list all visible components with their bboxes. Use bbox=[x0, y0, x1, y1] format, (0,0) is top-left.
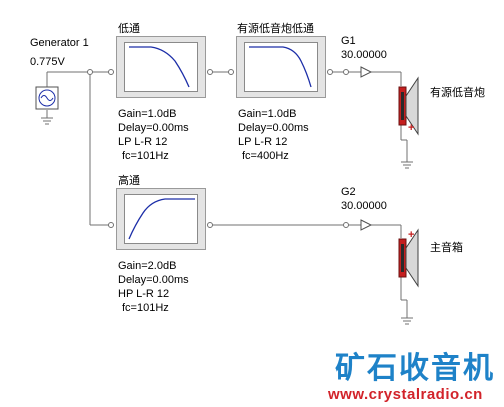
filter-sub-lowpass-fc: fc=400Hz bbox=[242, 150, 289, 162]
lowpass-curve bbox=[129, 46, 190, 88]
filter-sub-lowpass-response-plot bbox=[244, 42, 318, 92]
filter-sub-lowpass-gain: Gain=1.0dB bbox=[238, 108, 297, 120]
speaker-2-label: 主音箱 bbox=[430, 241, 463, 254]
filter-highpass-title: 高通 bbox=[118, 174, 140, 187]
filter-sub-lowpass-type: LP L-R 12 bbox=[238, 136, 288, 148]
speaker-2-plus: + bbox=[408, 229, 415, 241]
generator-symbol bbox=[35, 86, 59, 110]
highpass-curve bbox=[128, 198, 195, 240]
speaker-1-label: 有源低音炮 bbox=[430, 86, 485, 99]
amp-g2-value: 30.00000 bbox=[341, 200, 387, 212]
filter-lowpass-type: LP L-R 12 bbox=[118, 136, 168, 148]
filter-lowpass-block[interactable] bbox=[116, 36, 206, 98]
filter-highpass-fc: fc=101Hz bbox=[122, 302, 169, 314]
speaker-1-plus: + bbox=[408, 122, 415, 134]
filter-lowpass-title: 低通 bbox=[118, 22, 140, 35]
generator-voltage: 0.775V bbox=[30, 56, 65, 68]
speaker-2-icon bbox=[398, 228, 419, 288]
speaker-1-icon bbox=[398, 76, 419, 136]
filter-highpass-block[interactable] bbox=[116, 188, 206, 250]
filter-lowpass-delay: Delay=0.00ms bbox=[118, 122, 189, 134]
filter-lowpass-fc: fc=101Hz bbox=[122, 150, 169, 162]
amp-g1-value: 30.00000 bbox=[341, 49, 387, 61]
filter-sub-lowpass-delay: Delay=0.00ms bbox=[238, 122, 309, 134]
generator-name: Generator 1 bbox=[30, 37, 89, 49]
filter-lowpass-response-plot bbox=[124, 42, 198, 92]
amp-g1-name: G1 bbox=[341, 35, 356, 47]
filter-sub-lowpass-block[interactable] bbox=[236, 36, 326, 98]
amp-g2-triangle bbox=[360, 219, 373, 231]
amp-g1-triangle bbox=[360, 66, 373, 78]
filter-lowpass-gain: Gain=1.0dB bbox=[118, 108, 177, 120]
filter-highpass-delay: Delay=0.00ms bbox=[118, 274, 189, 286]
filter-sub-lowpass-title: 有源低音炮低通 bbox=[237, 22, 314, 35]
filter-highpass-response-plot bbox=[124, 194, 198, 244]
filter-highpass-gain: Gain=2.0dB bbox=[118, 260, 177, 272]
watermark-url: www.crystalradio.cn bbox=[328, 386, 483, 403]
amp-g2-name: G2 bbox=[341, 186, 356, 198]
filter-highpass-type: HP L-R 12 bbox=[118, 288, 170, 300]
sub-lowpass-curve bbox=[249, 46, 312, 88]
watermark-title: 矿石收音机 bbox=[335, 351, 495, 386]
